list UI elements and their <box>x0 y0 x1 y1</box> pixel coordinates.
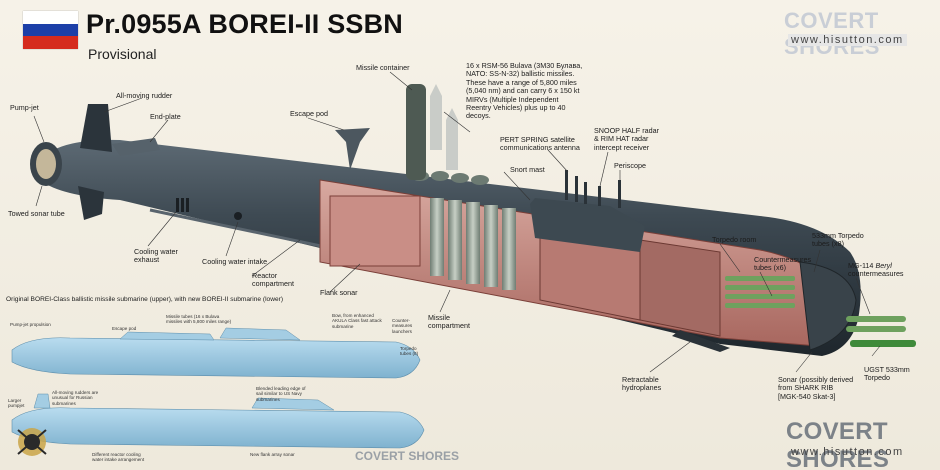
small-different-cooling: Different reactor cooling water intake a… <box>92 452 145 463</box>
borei-ii-silhouette <box>11 407 425 449</box>
small-missile-tubes: Missile tubes (16 x Bulava missiles with… <box>166 314 232 325</box>
label-cooling-water-intake: Cooling water intake <box>202 257 268 266</box>
sail <box>530 198 645 252</box>
missile-tube-bank <box>430 198 516 290</box>
brand-url-bottom: www.hisutton.com <box>791 446 904 458</box>
bow-sonar <box>799 261 857 351</box>
original-borei-silhouette <box>11 337 421 379</box>
missile-icon <box>430 84 458 170</box>
lower-rudder <box>78 186 104 220</box>
label-towed-sonar-tube: Towed sonar tube <box>8 209 65 218</box>
label-missile-compartment: Missile compartment <box>428 313 470 331</box>
small-larger-pumpjet: Larger pumpjet <box>8 398 25 409</box>
sail-masts <box>565 170 621 208</box>
small-blended: Blended leading edge of sail similar to … <box>256 386 306 402</box>
label-sonar: Sonar (possibly derived from SHARK RIB [… <box>778 375 854 401</box>
label-mg114: MG-114 Beryl countermeasures <box>848 261 904 279</box>
small-all-moving: All-moving rudders are unusual for Russi… <box>52 390 99 406</box>
label-pert-spring: PERT SPRING satellite communications ant… <box>500 135 580 153</box>
brand-url-top: www.hisutton.com <box>788 34 907 46</box>
hull-opening <box>234 212 242 220</box>
small-countermeasures: Counter- measures launchers <box>392 318 413 334</box>
naval-emblem-icon <box>17 428 47 456</box>
end-plate-fin <box>112 138 160 156</box>
small-bow: Bow, from enhanced AKULA Class fast atta… <box>332 313 382 329</box>
label-countermeasures-tubes: Countermeasures tubes (x6) <box>754 255 812 273</box>
page-title: Pr.0955A BOREI-II SSBN <box>86 9 404 39</box>
label-torpedo-tubes: 533mm Torpedo tubes (x8) <box>812 231 864 249</box>
upper-rudder <box>80 104 112 152</box>
label-pump-jet: Pump-jet <box>10 103 39 112</box>
torpedo-room-torpedoes <box>725 276 795 308</box>
label-flank-sonar: Flank sonar <box>320 288 358 297</box>
comparison-caption: Original BOREI-Class ballistic missile s… <box>6 296 284 303</box>
missile-container <box>406 84 426 180</box>
label-escape-pod: Escape pod <box>290 109 328 118</box>
small-new-flank: New flank array sonar <box>250 452 295 457</box>
label-end-plate: End-plate <box>150 112 181 121</box>
flag-stripe-white <box>23 11 78 24</box>
label-snort-mast: Snort mast <box>510 165 545 174</box>
pump-jet-blades <box>36 149 56 179</box>
small-escape-pod: Escape pod <box>112 326 137 331</box>
escape-pod <box>335 128 370 170</box>
label-missile-description: 16 x RSM-56 Bulava (3M30 Булава, NATO: S… <box>466 61 583 121</box>
reactor-frame <box>329 195 421 267</box>
leader-lines <box>33 71 881 373</box>
label-cooling-water-exhaust: Cooling water exhaust <box>134 247 178 265</box>
external-torpedoes <box>846 316 916 347</box>
label-all-moving-rudder: All-moving rudder <box>116 91 173 100</box>
brand-logo-bottom: COVERT SHORES <box>786 418 890 470</box>
label-missile-container: Missile container <box>356 63 410 72</box>
retractable-hydroplanes <box>672 330 730 352</box>
original-borei-hump <box>119 331 215 341</box>
label-reactor-compartment: Reactor compartment <box>252 271 294 289</box>
borei-ii-rudder <box>33 393 51 409</box>
borei-ii-sail <box>251 397 335 411</box>
label-ugst-torpedo: UGST 533mm Torpedo <box>864 365 910 383</box>
small-pump-jet: Pump-jet propulsion <box>10 322 51 327</box>
brand-logo-small: COVERT SHORES <box>355 449 460 463</box>
flag-stripe-blue <box>23 23 78 37</box>
cooling-exhaust-vents <box>176 198 189 212</box>
page-subtitle: Provisional <box>88 46 157 62</box>
label-torpedo-room: Torpedo room <box>712 235 757 244</box>
flag-stripe-red <box>23 36 78 49</box>
russian-flag-icon <box>23 11 78 49</box>
small-torpedo: Torpedo tubes (8) <box>400 346 419 357</box>
label-snoop-half: SNOOP HALF radar & RIM HAT radar interce… <box>594 126 659 152</box>
label-periscope: Periscope <box>614 161 646 170</box>
original-borei-sail <box>219 327 301 341</box>
label-retractable-hydroplanes: Retractable hydroplanes <box>622 375 662 393</box>
